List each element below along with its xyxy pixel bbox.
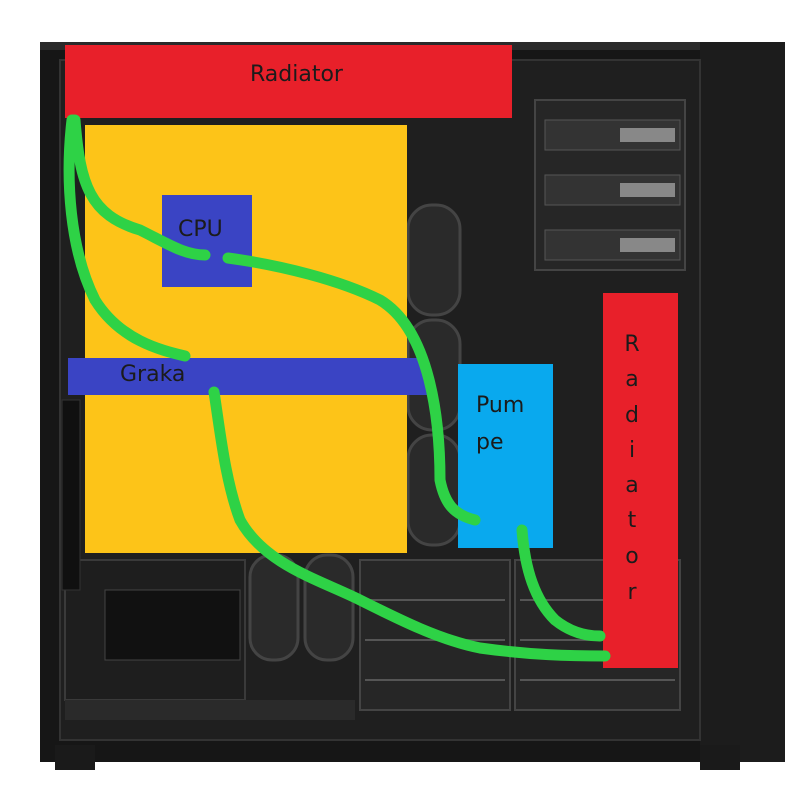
radiator-side-letter: r (627, 580, 637, 605)
radiator-side-letter: o (625, 544, 639, 569)
radiator-top-block (65, 45, 512, 118)
radiator-side-letter: i (628, 438, 636, 463)
pump-label-line2: pe (476, 430, 504, 455)
cpu-label: CPU (178, 217, 223, 242)
radiator-side-letter: a (625, 473, 639, 498)
radiator-side-letter: a (625, 367, 639, 392)
radiator-side-letter: d (625, 403, 639, 428)
coolant-tubing (63, 114, 611, 662)
radiator-side-block (603, 293, 678, 668)
radiator-side-letter: R (624, 332, 640, 357)
pump-label-line1: Pum (476, 393, 525, 418)
radiator-side-letter: t (627, 508, 637, 533)
fan-icon (248, 203, 462, 662)
cpu-block (162, 195, 252, 287)
gpu-label: Graka (120, 362, 186, 387)
radiator-top-label: Radiator (250, 62, 343, 87)
gpu-block (68, 358, 428, 395)
drive-cage-icon (534, 99, 686, 271)
psu-icon (64, 559, 355, 720)
